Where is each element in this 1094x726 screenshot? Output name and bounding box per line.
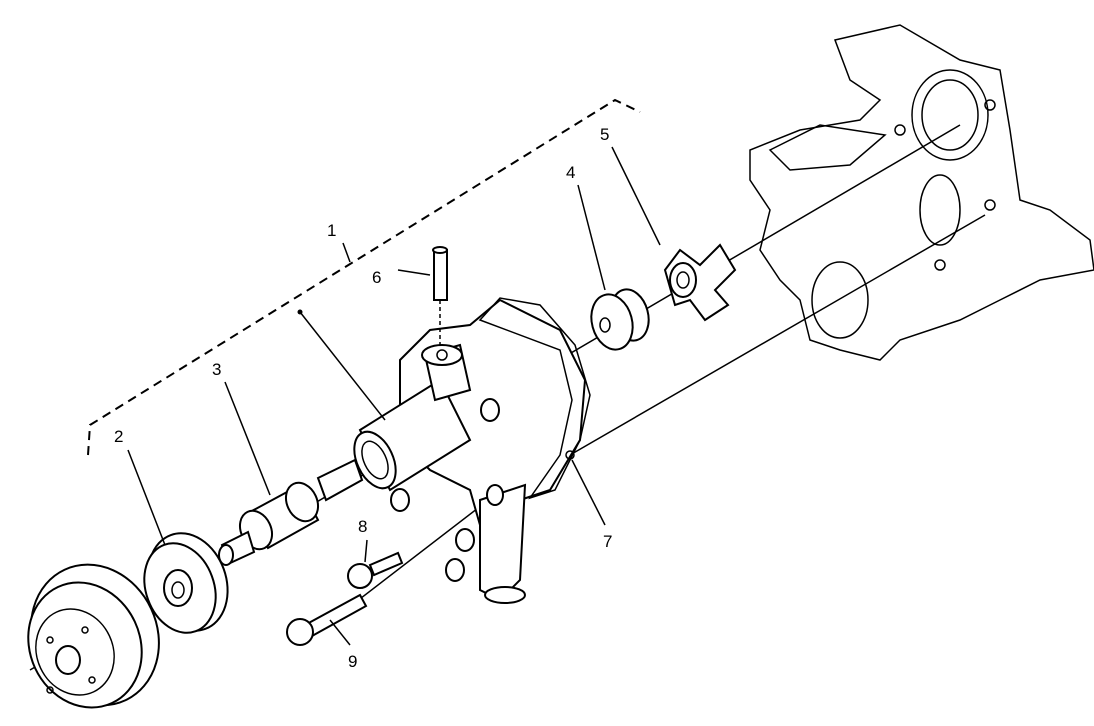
bearing-shaft [218, 458, 364, 566]
bolt-long [286, 593, 368, 646]
callout-3: 3 [212, 360, 221, 379]
gasket [478, 297, 591, 500]
leader-lines [127, 146, 661, 646]
callout-1: 1 [327, 221, 336, 240]
hub-flange [143, 532, 229, 634]
pump-body [353, 298, 587, 604]
bolt-short [347, 551, 404, 589]
pulley [27, 563, 160, 709]
callout-7: 7 [603, 532, 612, 551]
engine-block [749, 24, 1094, 361]
bolt-axis-line [569, 214, 986, 456]
callout-6: 6 [372, 268, 381, 287]
callout-2: 2 [114, 427, 123, 446]
callout-4: 4 [566, 163, 575, 182]
impeller [663, 243, 737, 322]
callout-8: 8 [358, 517, 367, 536]
leader-dot [297, 309, 303, 315]
mechanical-seal [590, 288, 650, 351]
callout-5: 5 [600, 125, 609, 144]
dowel-pin [432, 246, 448, 345]
assembly-bracket [87, 98, 641, 456]
callout-9: 9 [348, 652, 357, 671]
